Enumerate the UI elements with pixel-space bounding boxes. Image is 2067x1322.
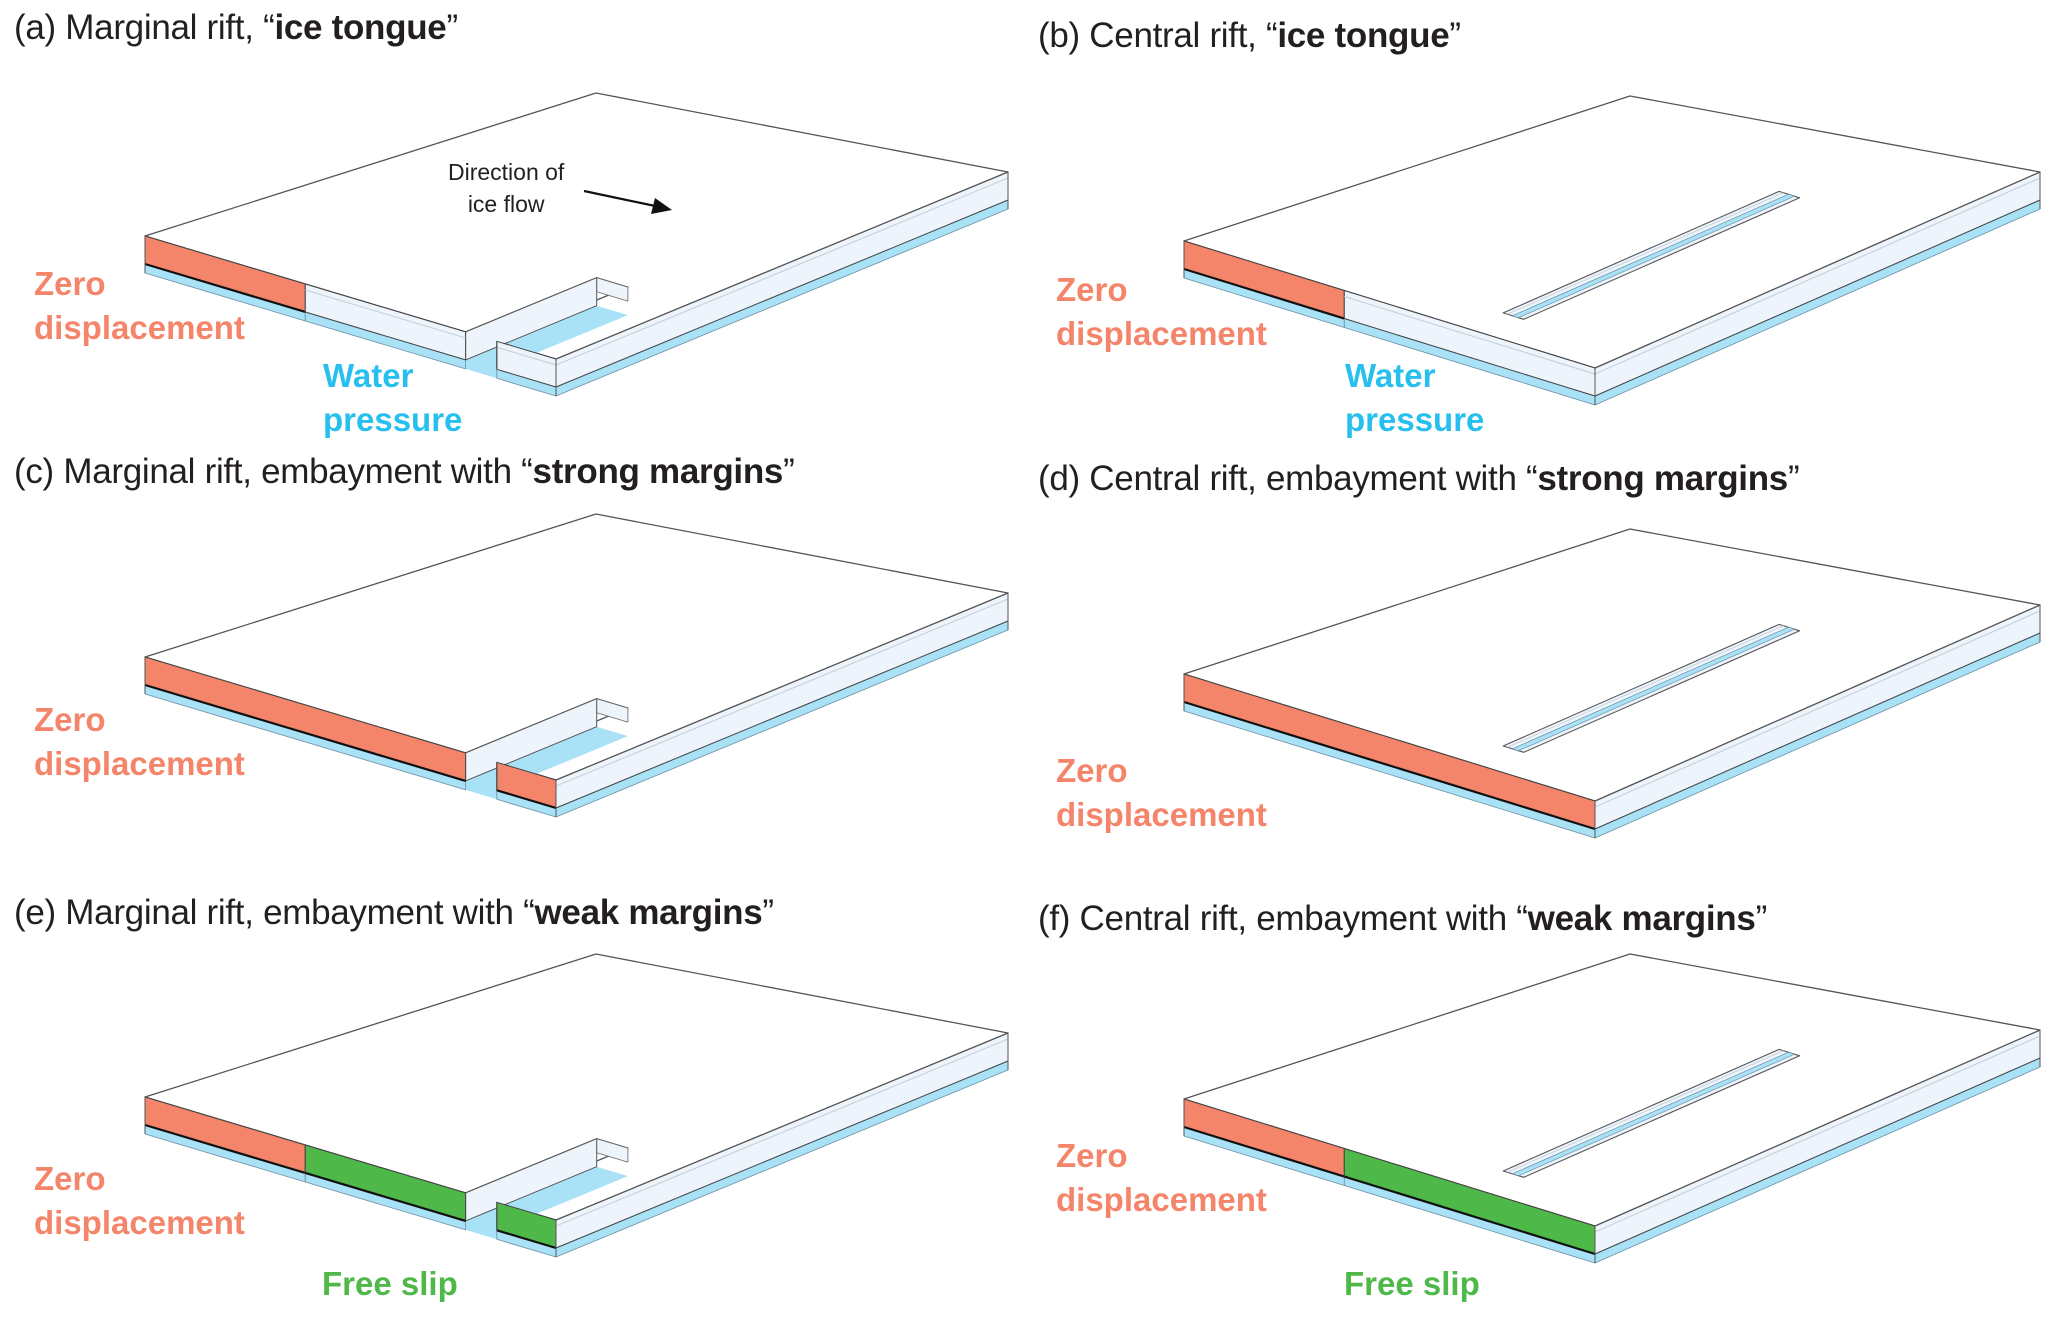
label-line: Water [1345,357,1436,394]
panel-b-front-face-segment-0-boundary-edge [1183,267,1345,320]
panel-f-title-quote: ” [1755,899,1768,938]
panel-b-rift-wall-highlight [1507,192,1784,315]
panel-e-title-bold: weak margins [534,893,763,932]
panel-d-right-face-face-highlight [1594,610,2041,808]
label-line: Direction of [448,159,565,185]
panel-d-title-bold: strong margins [1537,459,1788,498]
label-line: pressure [1345,401,1485,438]
panel-b-title-bold: ice tongue [1277,16,1450,55]
label-line: displacement [1056,796,1267,833]
panel-f-right-face-face-highlight [1594,1035,2041,1233]
panel-c-title: (c) Marginal rift, embayment with “stron… [14,452,795,492]
label-line: Water [323,357,414,394]
panel-c-left-block-face-segment-0-boundary-edge [144,683,466,782]
panel-c-zero-displacement-label: Zero displacement [34,698,245,786]
ice-flow-arrow-shaft [583,189,661,209]
panel-a-title: (a) Marginal rift, “ice tongue” [14,8,458,48]
ice-flow-arrow-head [651,198,672,214]
panel-b-right-face-face-highlight [1594,177,2041,375]
panel-c-right-face-face-highlight [555,598,1009,787]
label-line: displacement [34,1204,245,1241]
label-line: Zero [1056,1137,1128,1174]
label-line: Free slip [322,1265,458,1302]
panel-a-left-block-face-segment-1-face-highlight [305,289,466,339]
panel-e-left-block-face-segment-2-ice-face [304,1144,467,1222]
panel-e-zero-displacement-label: Zero displacement [34,1157,245,1245]
panel-c-title-bold: strong margins [532,452,784,491]
panel-e-left-block-face-segment-2-boundary-edge [304,1171,466,1222]
panel-b-water-pressure-label: Water pressure [1345,354,1484,442]
panel-a-left-block-face-segment-1-ice-face [304,283,467,361]
panel-a-water-pressure-label: Water pressure [323,354,462,442]
label-line: Zero [1056,752,1128,789]
panel-d-title-text: (d) Central rift, embayment with “ [1038,459,1538,498]
panel-f-title-text: (f) Central rift, embayment with “ [1038,899,1528,938]
label-line: displacement [34,745,245,782]
panel-a-title-bold: ice tongue [274,8,447,47]
panel-f-title-bold: weak margins [1527,899,1756,938]
panel-a-zero-displacement-label: Zero displacement [34,262,245,350]
label-line: Free slip [1344,1265,1480,1302]
panel-b-title-quote: ” [1449,16,1461,55]
panel-c-title-text: (c) Marginal rift, embayment with “ [14,452,533,491]
ice-flow-direction-label: Direction of ice flow [448,156,564,220]
panel-d-rift-wall-highlight [1507,625,1784,748]
panel-f-free-slip-label: Free slip [1344,1262,1480,1306]
label-line: displacement [1056,1181,1267,1218]
panel-d-front-face-segment-0-boundary-edge [1183,700,1596,831]
label-line: pressure [323,401,463,438]
panel-b-title: (b) Central rift, “ice tongue” [1038,16,1461,56]
panel-e-title-quote: ” [762,893,774,932]
panel-a-right-face-face-highlight [555,177,1009,366]
label-line: Zero [34,1160,106,1197]
panel-a-title-text: (a) Marginal rift, “ [14,8,275,47]
panel-b-rift-water [1512,193,1795,319]
panel-e-right-face-face-highlight [555,1038,1009,1227]
panel-e-free-slip-label: Free slip [322,1262,458,1306]
label-line: ice flow [467,191,545,217]
panel-c-title-quote: ” [783,452,795,491]
panel-f-front-face-segment-0-boundary-edge [1183,1125,1345,1178]
panel-a-title-quote: ” [446,8,458,47]
label-line: Zero [34,265,106,302]
panel-e-title: (e) Marginal rift, embayment with “weak … [14,893,774,933]
panel-e-title-text: (e) Marginal rift, embayment with “ [14,893,535,932]
panel-b-title-text: (b) Central rift, “ [1038,16,1278,55]
label-line: displacement [34,309,245,346]
panel-e-left-block-face-segment-0-boundary-edge [144,1123,306,1175]
panel-f-front-face-segment-1-boundary-edge [1343,1175,1596,1256]
panel-d-rift-water [1512,626,1795,752]
panel-a-front-block-face-face-highlight [496,346,557,366]
label-line: Zero [34,701,106,738]
panel-e-front-block-face-boundary-edge [496,1229,557,1250]
panel-d-title: (d) Central rift, embayment with “strong… [1038,459,1800,499]
panel-f-title: (f) Central rift, embayment with “weak m… [1038,899,1767,939]
panel-f-zero-displacement-label: Zero displacement [1056,1134,1267,1222]
panel-f-rift-wall-highlight [1507,1050,1784,1173]
panel-c-front-block-face-boundary-edge [496,789,557,810]
panel-b-zero-displacement-label: Zero displacement [1056,268,1267,356]
panel-b-front-face-segment-1-face-highlight [1344,295,1596,375]
panel-d-zero-displacement-label: Zero displacement [1056,749,1267,837]
panel-a-left-block-face-segment-0-boundary-edge [144,262,306,314]
label-line: Zero [1056,271,1128,308]
label-line: displacement [1056,315,1267,352]
panel-d-title-quote: ” [1787,459,1800,498]
panel-f-rift-water [1512,1051,1795,1177]
